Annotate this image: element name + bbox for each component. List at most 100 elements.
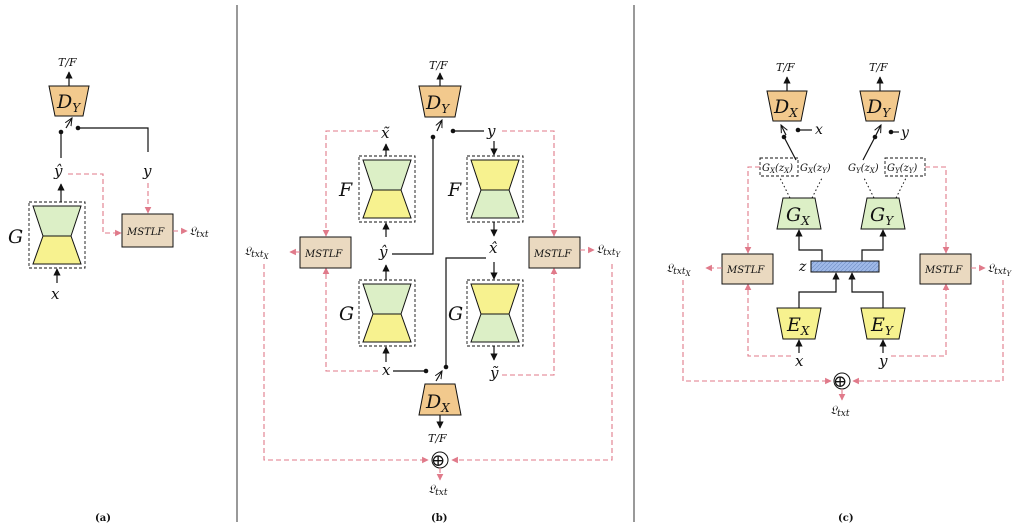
a-yhat-to-mstlf bbox=[68, 173, 122, 237]
c-gyzx: GY(zX) bbox=[848, 163, 879, 175]
b-xhat: x̂ bbox=[489, 239, 498, 257]
b-xtilde-to-mstlf bbox=[322, 130, 378, 237]
c-gy-text: GY bbox=[870, 204, 894, 228]
b-yhat: ŷ bbox=[378, 243, 388, 261]
b-y-to-mstlf bbox=[502, 130, 558, 237]
b-dx-text: DX bbox=[425, 391, 450, 415]
c-y-top: y bbox=[900, 125, 910, 141]
a-caption: (a) bbox=[95, 513, 111, 524]
b-xhat-to-dx bbox=[445, 257, 486, 365]
c-gxzy: GX(zY) bbox=[800, 163, 831, 175]
c-encoder-ey bbox=[860, 307, 906, 340]
c-gy-fan-1 bbox=[863, 177, 875, 199]
b-sum-symbol: ⊕ bbox=[431, 451, 445, 471]
b-dy-text: DY bbox=[425, 92, 450, 116]
b-loss-left: 𝔏txtX bbox=[244, 244, 269, 261]
c-ex-text: EX bbox=[786, 314, 810, 338]
b-g-right-frame bbox=[466, 279, 524, 347]
c-generator-gy bbox=[860, 197, 906, 230]
a-g-bottom bbox=[32, 235, 82, 265]
c-tf-right: T/F bbox=[869, 61, 888, 74]
c-mstlf-left-label: MSTLF bbox=[726, 265, 765, 276]
panel-c: T/F T/F DX DY x y GX(zX) GX(zY) GY(zX) G… bbox=[666, 61, 1012, 524]
b-y: y bbox=[486, 122, 496, 140]
b-f-left-label: F bbox=[338, 179, 353, 201]
b-dy-dot-1 bbox=[430, 134, 436, 140]
a-yhat: ŷ bbox=[53, 162, 63, 180]
c-x-to-mstlf-left bbox=[744, 283, 791, 357]
panel-b: T/F DY y x̃ F ŷ G x bbox=[244, 59, 621, 524]
c-y-bottom: y bbox=[878, 352, 888, 370]
c-mstlf-left-box bbox=[721, 253, 774, 285]
b-g-left-top bbox=[362, 283, 412, 315]
b-yhat-to-dy bbox=[392, 139, 434, 255]
a-dy-input bbox=[66, 118, 72, 129]
c-generator-gx bbox=[776, 197, 822, 230]
c-gxzx: GX(zX) bbox=[762, 163, 793, 175]
c-mstlf-right-box bbox=[919, 253, 972, 285]
b-xtilde: x̃ bbox=[381, 124, 390, 142]
c-tf-left: T/F bbox=[776, 61, 795, 74]
a-dy-text: DY bbox=[56, 91, 81, 115]
b-g-left-bottom bbox=[362, 313, 412, 343]
c-dy-text: DY bbox=[866, 96, 891, 120]
b-g-right-top bbox=[470, 283, 520, 315]
c-z-label: z bbox=[798, 259, 807, 275]
c-caption: (c) bbox=[838, 513, 854, 524]
b-x: x bbox=[382, 361, 391, 379]
a-g-frame bbox=[28, 201, 86, 269]
b-g-left-frame bbox=[358, 279, 416, 347]
b-discriminator-dx bbox=[418, 383, 462, 416]
b-tf-bottom: T/F bbox=[428, 432, 447, 445]
b-dx-input bbox=[436, 371, 442, 382]
b-mstlf-left-box bbox=[299, 236, 352, 269]
b-f-left-top bbox=[362, 159, 412, 191]
b-x-to-mstlf-left bbox=[322, 267, 378, 372]
a-y: y bbox=[142, 162, 152, 180]
b-ytilde-to-mstlf bbox=[502, 267, 558, 376]
a-mstlf-label: MSTLF bbox=[126, 227, 165, 238]
b-loss-right-to-sum bbox=[451, 264, 613, 464]
c-dx-switch-lever bbox=[783, 136, 797, 161]
c-ey-text: EY bbox=[870, 314, 894, 338]
c-gx-fan-2 bbox=[811, 177, 823, 199]
b-f-right-top bbox=[470, 159, 520, 191]
c-y-to-mstlf-right bbox=[891, 283, 950, 357]
b-caption: (b) bbox=[431, 513, 447, 524]
c-loss-left-to-sum bbox=[682, 280, 832, 385]
c-gxzx-to-mstlf bbox=[744, 166, 760, 254]
a-y-line bbox=[78, 127, 149, 152]
c-dy-switch-lever bbox=[862, 136, 876, 161]
c-gyzy: GY(zY) bbox=[887, 163, 917, 175]
c-loss-right-to-sum bbox=[852, 280, 1004, 385]
c-loss-right: 𝔏txtY bbox=[987, 261, 1012, 278]
a-g-label: G bbox=[8, 226, 23, 248]
b-dx-dot-1 bbox=[423, 368, 429, 374]
a-x: x bbox=[51, 285, 60, 303]
b-dx-dot-2 bbox=[443, 364, 449, 370]
a-g-top bbox=[32, 205, 82, 237]
b-g-right-bottom bbox=[470, 313, 520, 343]
c-gx-text: GX bbox=[786, 204, 810, 228]
a-tf-label: T/F bbox=[58, 56, 77, 69]
c-sum-symbol: ⊕ bbox=[833, 372, 847, 392]
b-discriminator-dy bbox=[418, 85, 462, 118]
b-f-left-frame bbox=[358, 155, 416, 223]
b-g-right-label: G bbox=[448, 303, 463, 325]
c-encoder-ex bbox=[776, 307, 822, 340]
b-loss-left-to-sum bbox=[263, 264, 429, 464]
c-x-bottom: x bbox=[795, 352, 804, 370]
c-dy-input bbox=[876, 125, 881, 136]
c-loss-total: 𝔏txt bbox=[830, 403, 850, 419]
c-z-to-gy bbox=[861, 229, 887, 261]
a-discriminator-dy bbox=[48, 85, 90, 117]
c-x-top: x bbox=[815, 122, 823, 138]
c-mstlf-right-label: MSTLF bbox=[924, 265, 963, 276]
b-f-right-bottom bbox=[470, 189, 520, 219]
panel-a: T/F DY ŷ y G x MSTLF 𝔏txt (a) bbox=[8, 56, 209, 524]
b-mstlf-left-label: MSTLF bbox=[304, 249, 343, 260]
c-dx-input bbox=[781, 125, 786, 136]
c-gyzy-frame bbox=[884, 157, 926, 177]
b-f-right-frame bbox=[466, 155, 524, 223]
